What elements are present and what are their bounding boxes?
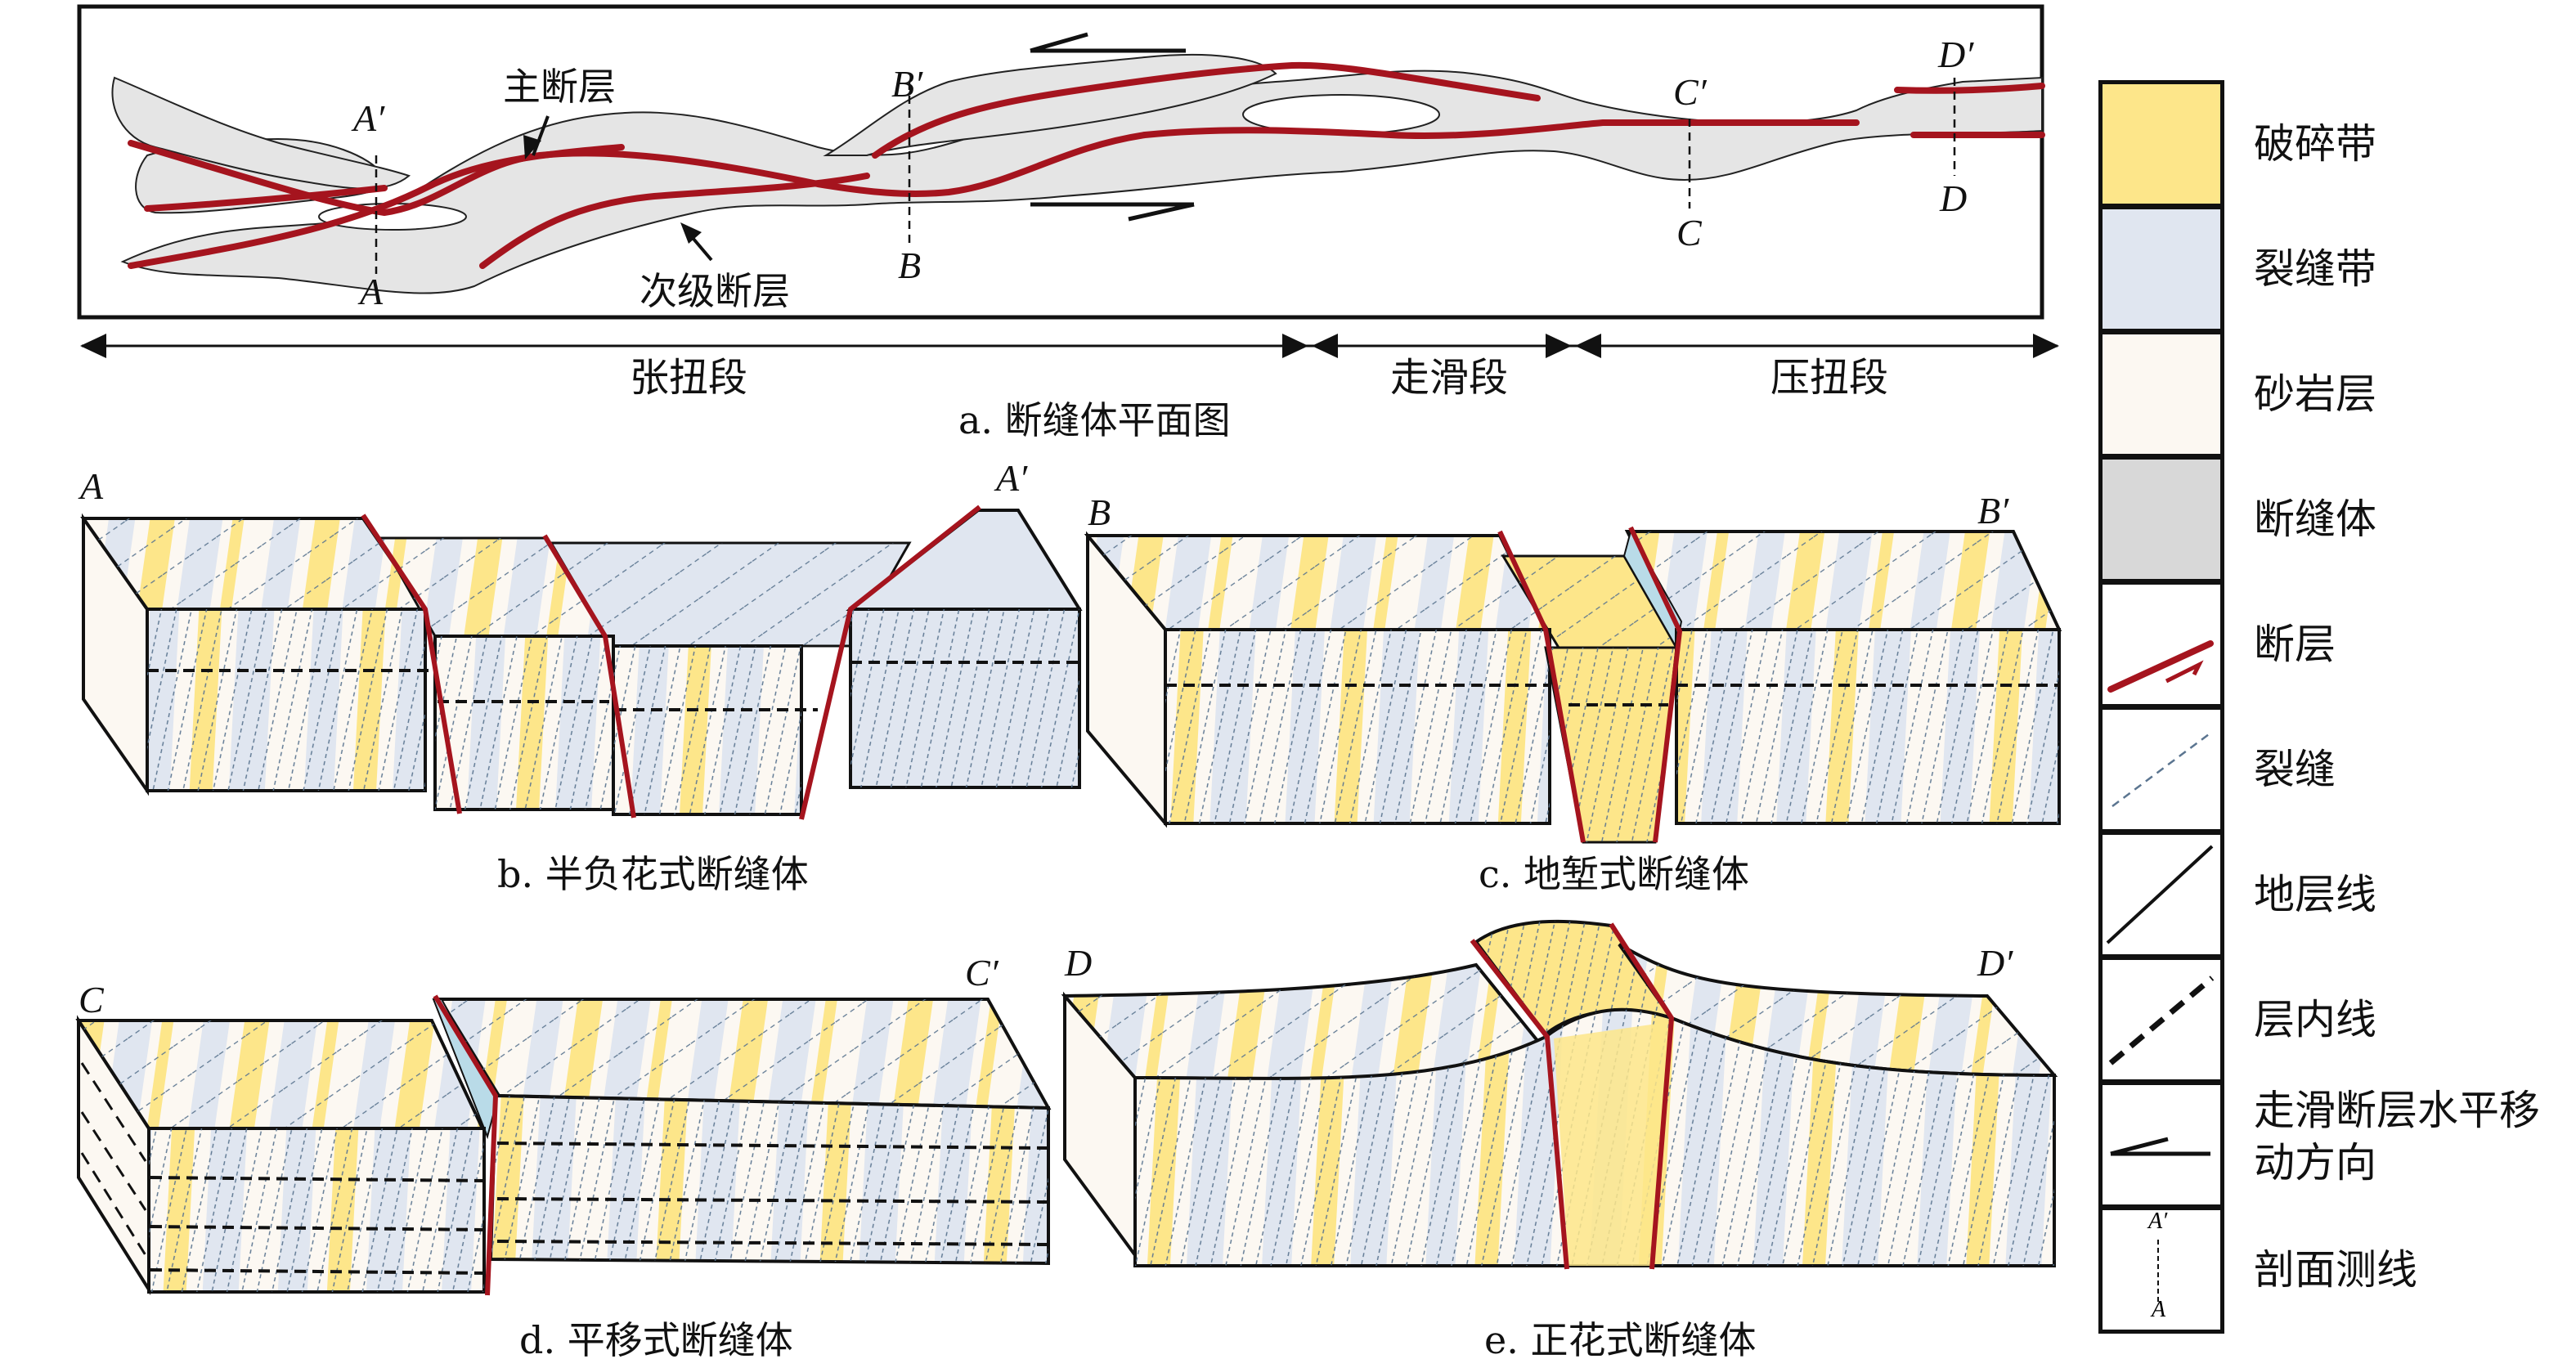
- section-e-positive-flower: D D′ e. 正花式断缝体: [1061, 919, 2058, 1362]
- segment-label-transpression: 压扭段: [1770, 355, 1888, 401]
- fracture-zone-swatch: [2098, 205, 2224, 333]
- section-c-graben: B B′ c. 地堑式断缝体: [1084, 490, 2062, 896]
- legend-item-intra-layer-line: 层内线: [2098, 956, 2576, 1087]
- legend-item-strike-slip-direction: 走滑断层水平移动方向: [2098, 1081, 2576, 1212]
- section-d-fault: [433, 994, 499, 1296]
- legend-label: 断缝体: [2254, 496, 2376, 543]
- breccia-zone-swatch: [2098, 80, 2224, 208]
- legend-label: 裂缝带: [2254, 245, 2376, 293]
- legend-label: 走滑断层水平移动方向: [2254, 1087, 2540, 1186]
- section-line-icon: A′ A: [2098, 1206, 2224, 1334]
- segment-bar: 张扭段 走滑段 压扭段 a. 断缝体平面图: [80, 334, 2059, 442]
- main-fault-annotation: 主断层: [503, 65, 616, 159]
- section-e-right-label: D′: [1977, 942, 2013, 984]
- secondary-fault-annotation: 次级断层: [640, 222, 790, 313]
- section-e-faults: [1470, 922, 1675, 1270]
- section-label-D: D: [1939, 177, 1967, 219]
- legend-item-fracture: 裂缝: [2098, 706, 2576, 836]
- section-c-right-label: B′: [1977, 490, 2009, 532]
- fault-icon: [2098, 581, 2224, 708]
- section-line-bottom-label: A: [2152, 1297, 2166, 1322]
- legend-label: 砂岩层: [2254, 370, 2376, 418]
- sandstone-swatch: [2098, 330, 2224, 458]
- section-label-C-prime: C′: [1673, 71, 1708, 113]
- segment-label-transtension: 张扭段: [630, 355, 747, 401]
- section-e-caption: e. 正花式断缝体: [1484, 1318, 1756, 1362]
- section-e-left-label: D: [1064, 942, 1092, 984]
- legend-label: 地层线: [2254, 871, 2376, 918]
- section-line-top-label: A′: [2148, 1209, 2168, 1234]
- section-label-B: B: [898, 244, 921, 286]
- section-label-A: A: [357, 271, 384, 312]
- fault-body-islands: [318, 94, 1440, 231]
- section-b-caption: b. 半负花式断缝体: [497, 852, 809, 896]
- section-label-C: C: [1676, 212, 1703, 253]
- section-label-D-prime: D′: [1937, 34, 1974, 75]
- plan-view-caption: a. 断缝体平面图: [958, 398, 1231, 442]
- strata-line-icon: [2098, 831, 2224, 958]
- legend-item-fracture-zone: 裂缝带: [2098, 205, 2576, 336]
- section-d-left-label: C: [79, 979, 105, 1020]
- legend-label: 破碎带: [2254, 120, 2376, 168]
- secondary-fault-label: 次级断层: [640, 269, 790, 313]
- section-b-half-negative-flower: A A′ b. 半负花式断缝体: [78, 457, 1083, 896]
- section-d-caption: d. 平移式断缝体: [519, 1318, 793, 1362]
- segment-label-strike-slip: 走滑段: [1390, 355, 1508, 401]
- plan-view-panel: A′ A B′ B C′ C D′ D 主断层 次级断层: [77, 4, 2045, 320]
- section-c-left-label: B: [1088, 491, 1111, 533]
- section-b-right-label: A′: [994, 457, 1028, 499]
- legend-item-breccia-zone: 破碎带: [2098, 80, 2576, 211]
- legend-label: 层内线: [2254, 996, 2376, 1043]
- legend-item-fault-body: 断缝体: [2098, 455, 2576, 586]
- legend-item-section-line: A′ A 剖面测线: [2098, 1206, 2576, 1337]
- section-c-faults: [1497, 526, 1683, 843]
- legend-label: 剖面测线: [2254, 1246, 2417, 1294]
- strike-slip-arrow-icon: [2098, 1081, 2224, 1209]
- legend: 破碎带 裂缝带 砂岩层 断缝体 断层 裂缝 地层线 层内线: [2098, 0, 2576, 1368]
- fault-body-swatch: [2098, 455, 2224, 583]
- legend-label: 断层: [2254, 621, 2336, 668]
- legend-item-fault: 断层: [2098, 581, 2576, 711]
- section-lines: [375, 78, 1956, 274]
- main-fault-traces: [128, 61, 2045, 269]
- legend-label: 裂缝: [2254, 746, 2336, 793]
- legend-item-strata-line: 地层线: [2098, 831, 2576, 962]
- section-label-B-prime: B′: [891, 63, 923, 105]
- legend-item-sandstone: 砂岩层: [2098, 330, 2576, 461]
- section-d-strike-slip: C C′ d. 平移式断缝体: [75, 952, 1052, 1362]
- strike-slip-arrows: [1030, 32, 1195, 222]
- section-d-right-label: C′: [965, 952, 999, 993]
- intra-layer-line-icon: [2098, 956, 2224, 1083]
- section-label-A-prime: A′: [351, 97, 385, 139]
- main-fault-label: 主断层: [503, 65, 616, 109]
- section-b-left-label: A: [78, 465, 104, 507]
- section-c-caption: c. 地堑式断缝体: [1479, 852, 1749, 896]
- section-b-faults: [361, 505, 981, 820]
- fracture-icon: [2098, 706, 2224, 833]
